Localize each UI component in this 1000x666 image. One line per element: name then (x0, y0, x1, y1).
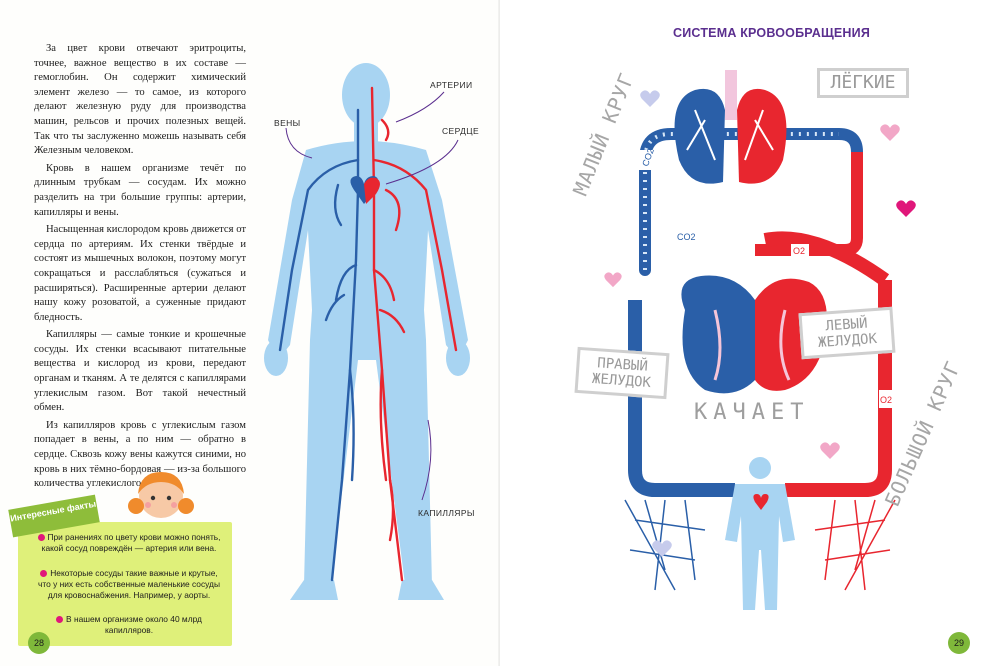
body-text: За цвет крови отвечают эритроциты, точне… (34, 42, 246, 495)
page-title: СИСТЕМА КРОВООБРАЩЕНИЯ (673, 26, 871, 40)
fact-text-2: Некоторые сосуды такие важные и крутые, … (38, 568, 220, 600)
small-body-icon (725, 457, 795, 610)
tag-lungs: ЛЁГКИЕ (817, 68, 909, 98)
interesting-facts: Интересные факты При ранениях по цвету к… (8, 472, 236, 654)
heart-decoration-icon (604, 272, 622, 288)
heart-decoration-icon (652, 540, 672, 557)
gas-labels: CO2 CO2 O2 O2 (639, 147, 893, 408)
human-body-figure (264, 63, 470, 600)
fact-item: Некоторые сосуды такие важные и крутые, … (34, 568, 224, 600)
label-arteries: АРТЕРИИ (430, 80, 473, 90)
paragraph-5: Из капилляров кровь с углекислым газом п… (34, 419, 246, 490)
paragraph-4: Капилляры — самые тонкие и крошечные сос… (34, 329, 246, 414)
tag-right-ventricle: ПРАВЫЙ ЖЕЛУДОК (574, 346, 670, 400)
label-heart: СЕРДЦЕ (442, 126, 480, 136)
co2-label-2: CO2 (677, 232, 696, 242)
circulation-diagram: CO2 CO2 O2 O2 (595, 50, 925, 650)
page-number-right: 29 (948, 632, 970, 654)
paragraph-1: За цвет крови отвечают эритроциты, точне… (34, 43, 246, 157)
lungs-icon (674, 70, 787, 184)
heart-decoration-icon (880, 124, 900, 141)
right-page: СИСТЕМА КРОВООБРАЩЕНИЯ (500, 0, 1000, 666)
heart-decoration-icon (640, 90, 660, 107)
left-page: За цвет крови отвечают эритроциты, точне… (8, 40, 496, 654)
fact-text-3: В нашем организме около 40 млрд капилляр… (66, 614, 202, 635)
heart-icon (350, 176, 380, 204)
bullet-icon (40, 570, 48, 577)
heart-decoration-icon (820, 442, 840, 459)
bullet-icon (56, 616, 64, 623)
paragraph-2: Кровь в нашем организме течёт по длинным… (34, 162, 246, 218)
facts-box (18, 522, 232, 646)
bullet-icon (37, 534, 45, 541)
paragraph-3: Насыщенная кислородом кровь движется от … (34, 224, 246, 323)
pumps-label: КАЧАЕТ (694, 400, 810, 425)
anatomy-illustration: ВЕНЫ АРТЕРИИ СЕРДЦЕ КАПИЛЛЯРЫ (246, 40, 496, 610)
label-capillaries: КАПИЛЛЯРЫ (418, 508, 475, 518)
o2-label-1: O2 (793, 246, 805, 256)
page-number-left: 28 (28, 632, 50, 654)
fact-item: При ранениях по цвету крови можно понять… (34, 532, 224, 554)
fact-text-1: При ранениях по цвету крови можно понять… (41, 532, 221, 553)
fact-item: В нашем организме около 40 млрд капилляр… (34, 614, 224, 636)
heart-icon (681, 275, 827, 394)
circulation-svg: CO2 CO2 O2 O2 (624, 70, 896, 610)
o2-label-2: O2 (880, 395, 892, 405)
tag-left-ventricle: ЛЕВЫЙ ЖЕЛУДОК (798, 306, 896, 360)
heart-decoration-icon (896, 200, 916, 217)
label-veins: ВЕНЫ (274, 118, 301, 128)
girl-character-icon (128, 472, 194, 518)
